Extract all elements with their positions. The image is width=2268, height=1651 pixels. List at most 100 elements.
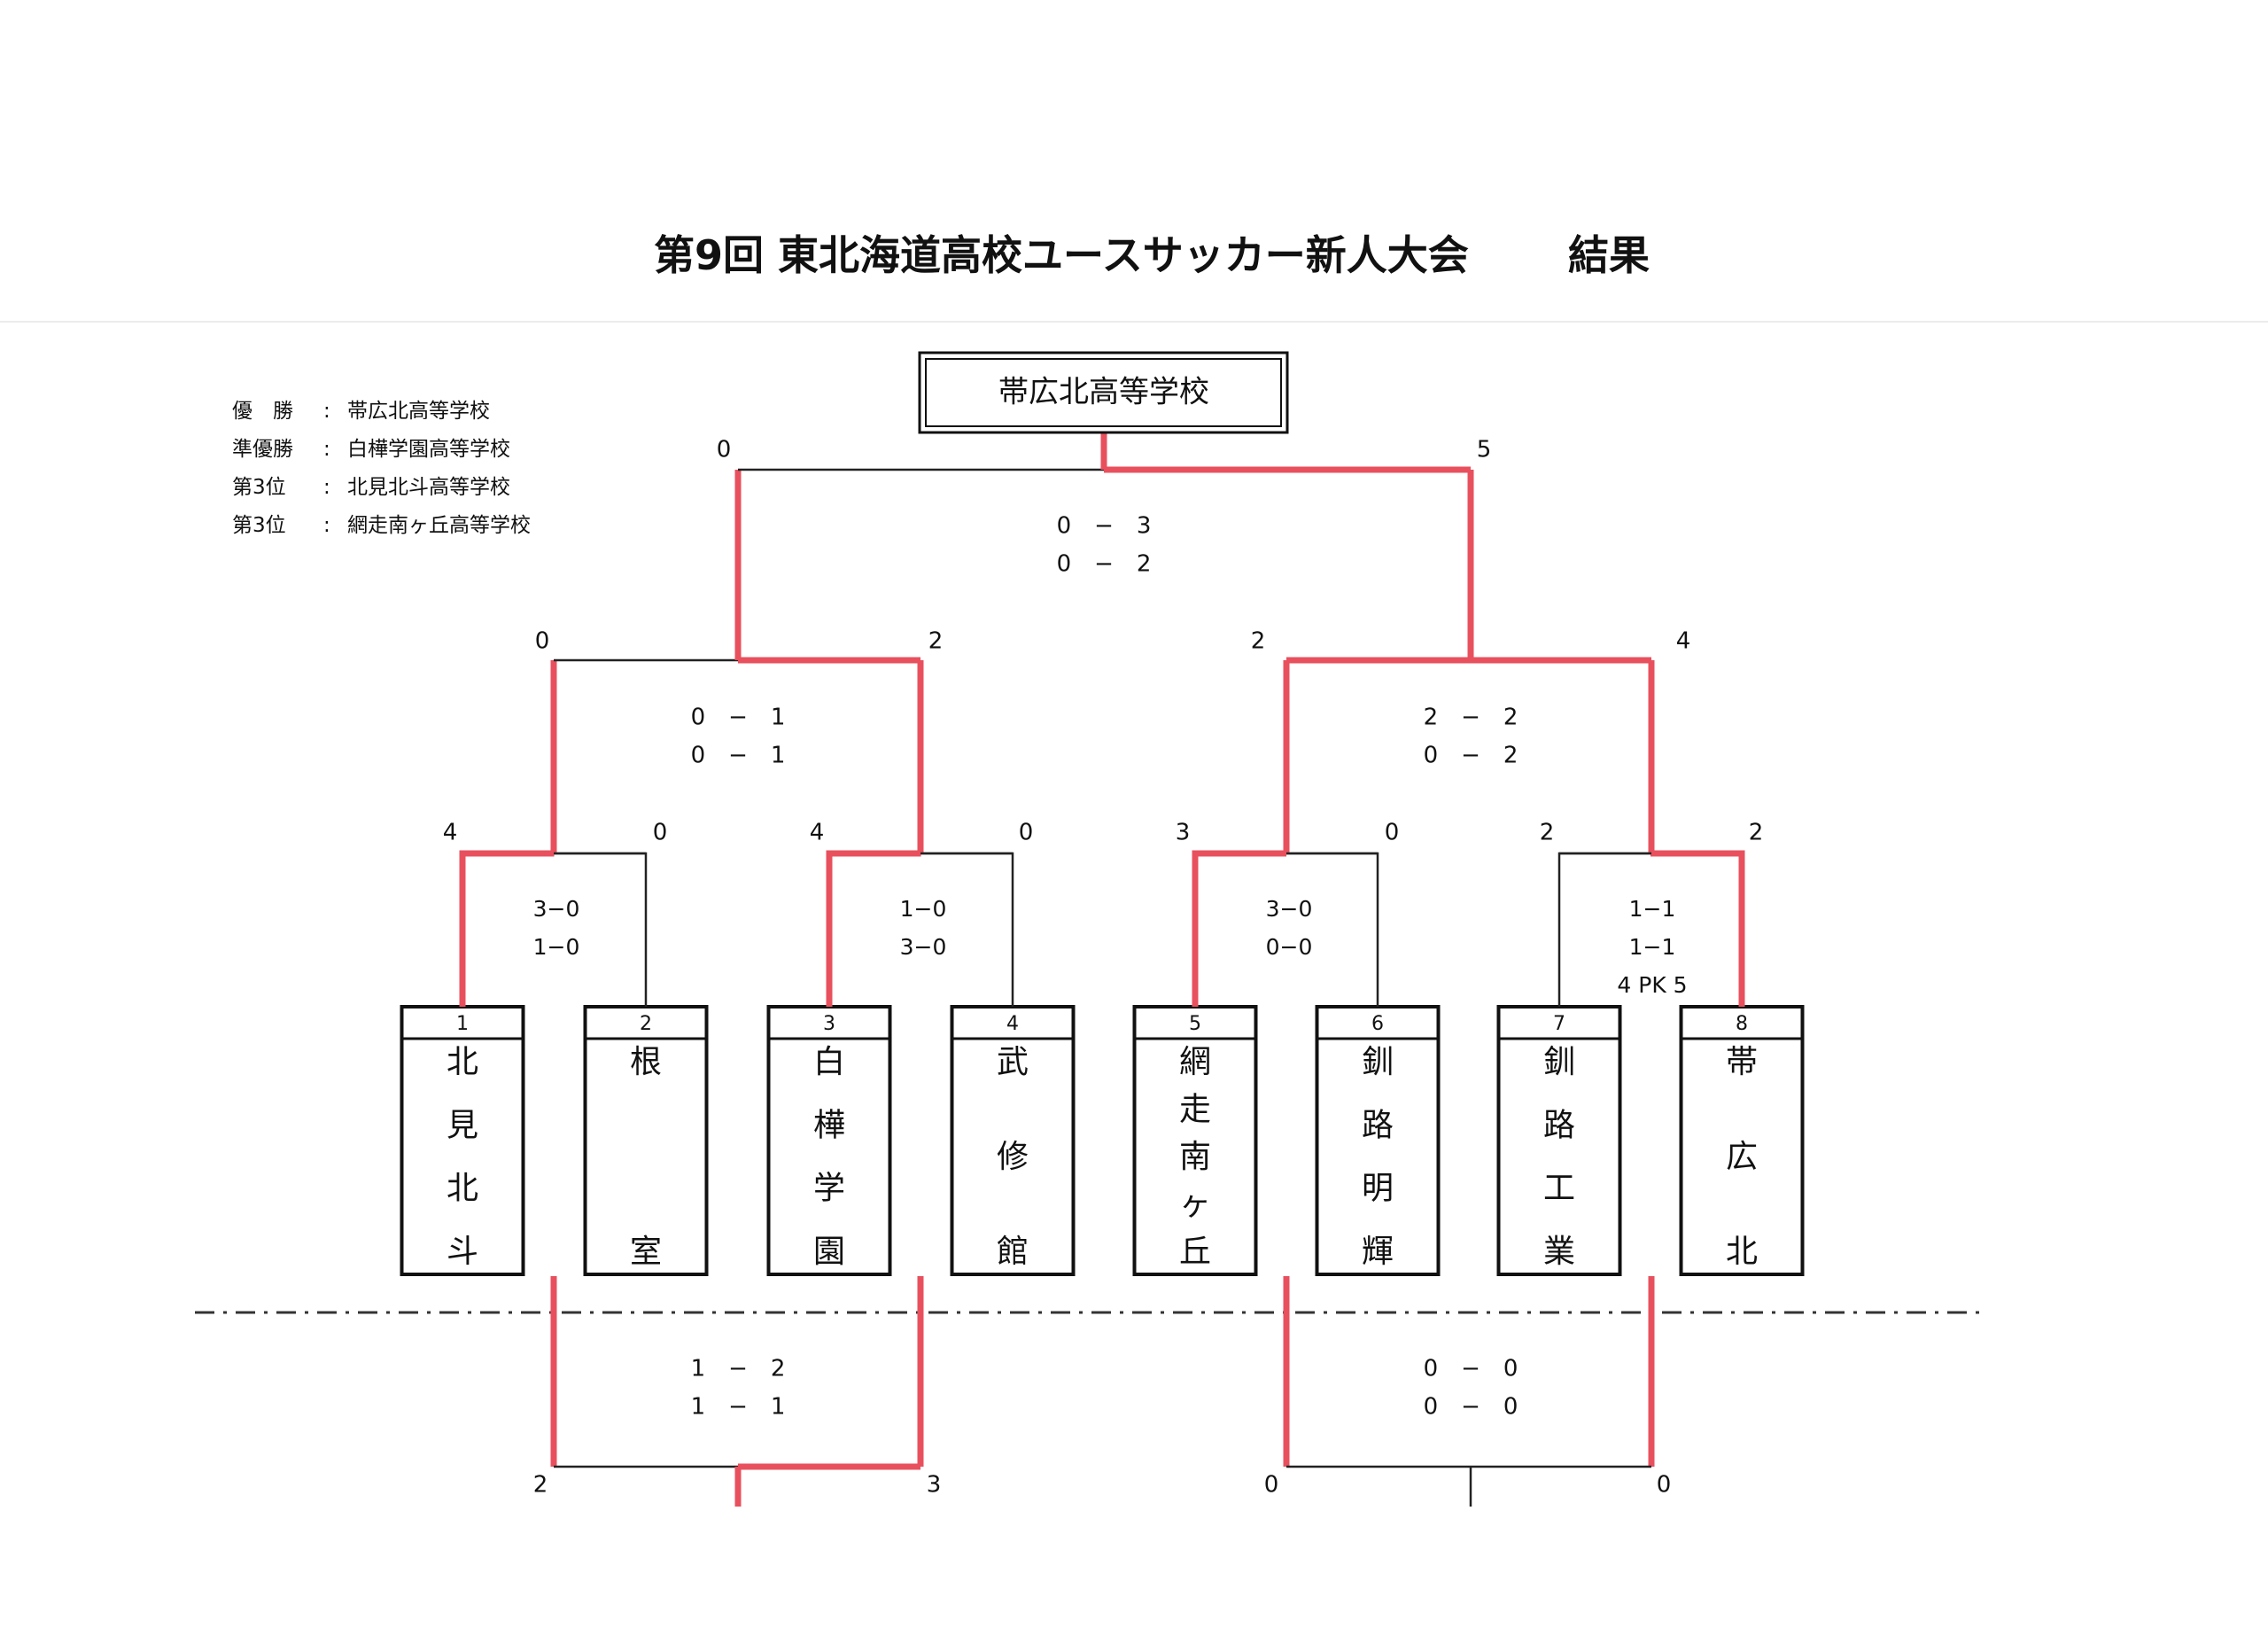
champion-name: 帯広北高等学校	[998, 375, 1209, 410]
team-name-char: 走	[1179, 1092, 1211, 1128]
team-box	[1315, 1005, 1441, 1276]
team-name-char: 南	[1179, 1139, 1211, 1175]
team-name-char: 釧	[1543, 1044, 1575, 1080]
round1-score: 2	[1540, 820, 1555, 846]
round1-score: 0	[1385, 820, 1400, 846]
team-box	[1679, 1005, 1805, 1276]
team-name-char: 園	[813, 1234, 845, 1270]
semi-half-score: 0 − 1	[691, 743, 786, 769]
round1-score: 4	[443, 820, 458, 846]
final-half-score: 0 − 3	[1057, 513, 1152, 540]
team-name-char: 斗	[447, 1234, 478, 1270]
result-school: 帯広北高等学校	[347, 400, 490, 423]
title-divider	[0, 321, 2268, 323]
round1-line	[826, 850, 921, 1007]
title-main: 第9回 東北海道高校ユースサッカー新人大会	[654, 231, 1469, 279]
semi-score: 2	[928, 628, 944, 655]
team-name-char: 輝	[1362, 1234, 1394, 1270]
semi-score: 0	[535, 628, 550, 655]
team-number: 2	[640, 1013, 652, 1035]
result-school: 網走南ヶ丘高等学校	[347, 514, 531, 537]
round1-line	[920, 852, 1014, 1007]
round1-half-score: 4 PK 5	[1617, 972, 1687, 998]
consolation-score: 0	[1264, 1472, 1279, 1499]
team-box	[950, 1005, 1076, 1276]
consolation-score: 2	[533, 1472, 548, 1499]
semi-half-score: 0 − 1	[691, 705, 786, 731]
round1-half-score: 3−0	[533, 896, 580, 922]
team-number: 7	[1553, 1013, 1565, 1035]
team-name-char: 根	[630, 1044, 662, 1080]
team-number: 1	[456, 1013, 469, 1035]
team-name-char: 工	[1543, 1171, 1575, 1207]
semi-score: 2	[1251, 628, 1266, 655]
result-label: 第3位	[232, 476, 286, 499]
team-number: 5	[1189, 1013, 1201, 1035]
consolation-score: 3	[927, 1472, 942, 1499]
team-name-char: 広	[1726, 1139, 1758, 1175]
consolation-half-score: 0 − 0	[1424, 1356, 1518, 1382]
team-name-char: 館	[997, 1234, 1029, 1270]
round1-half-score: 1−1	[1629, 934, 1676, 960]
result-label: 準優勝	[232, 438, 293, 461]
final-score: 5	[1477, 437, 1492, 463]
consolation-half-score: 0 − 0	[1424, 1394, 1518, 1421]
champion-box-inner	[925, 358, 1282, 427]
team-name-char: 室	[630, 1234, 662, 1270]
team-name-char: 明	[1362, 1171, 1394, 1207]
team-box	[1132, 1005, 1258, 1276]
result-colon: :	[323, 476, 330, 499]
result-label: 優 勝	[232, 400, 293, 423]
team-name-char: 釧	[1362, 1044, 1394, 1080]
team-name-char: 見	[447, 1107, 478, 1143]
round1-score: 0	[1019, 820, 1034, 846]
team-number: 6	[1371, 1013, 1384, 1035]
team-number: 8	[1736, 1013, 1748, 1035]
team-name-char: 路	[1543, 1107, 1575, 1143]
result-school: 北見北斗高等学校	[347, 476, 510, 499]
team-number: 4	[1006, 1013, 1019, 1035]
team-name-char: 帯	[1726, 1044, 1758, 1080]
team-box	[400, 1005, 525, 1276]
result-school: 白樺学園高等学校	[347, 438, 510, 461]
result-colon: :	[323, 438, 330, 461]
team-name-char: 白	[813, 1044, 845, 1080]
semi-score: 4	[1676, 628, 1691, 655]
team-name-char: 北	[447, 1171, 478, 1207]
semi-half-score: 2 − 2	[1424, 705, 1518, 731]
team-name-char: 学	[813, 1171, 845, 1207]
round1-line	[459, 850, 555, 1007]
team-name-char: 網	[1179, 1044, 1211, 1080]
round1-half-score: 3−0	[900, 934, 947, 960]
round1-line	[554, 852, 648, 1007]
semi-half-score: 0 − 2	[1424, 743, 1518, 769]
round1-line	[1286, 852, 1379, 1007]
team-name-char: ヶ	[1179, 1187, 1211, 1223]
round1-score: 3	[1176, 820, 1191, 846]
round1-half-score: 1−1	[1629, 896, 1676, 922]
final-half-score: 0 − 2	[1057, 551, 1152, 578]
round1-half-score: 0−0	[1266, 934, 1313, 960]
team-box	[766, 1005, 892, 1276]
result-colon: :	[323, 514, 330, 537]
round1-score: 4	[810, 820, 825, 846]
final-score: 0	[717, 437, 732, 463]
team-name-char: 業	[1543, 1234, 1575, 1270]
round1-line	[1192, 850, 1286, 1007]
team-name-char: 修	[997, 1139, 1029, 1175]
team-number: 3	[823, 1013, 835, 1035]
team-name-char: 路	[1362, 1107, 1394, 1143]
team-name-char: 北	[1726, 1234, 1758, 1270]
consolation-half-score: 1 − 1	[691, 1394, 786, 1421]
team-name-char: 北	[447, 1044, 478, 1080]
round1-score: 2	[1749, 820, 1764, 846]
team-name-char: 武	[997, 1044, 1029, 1080]
team-name-char: 樺	[813, 1107, 845, 1143]
result-label: 第3位	[232, 514, 286, 537]
round1-score: 0	[653, 820, 668, 846]
round1-half-score: 3−0	[1266, 896, 1313, 922]
champion-box-outer	[918, 351, 1289, 434]
round1-half-score: 1−0	[900, 896, 947, 922]
team-box	[1496, 1005, 1622, 1276]
